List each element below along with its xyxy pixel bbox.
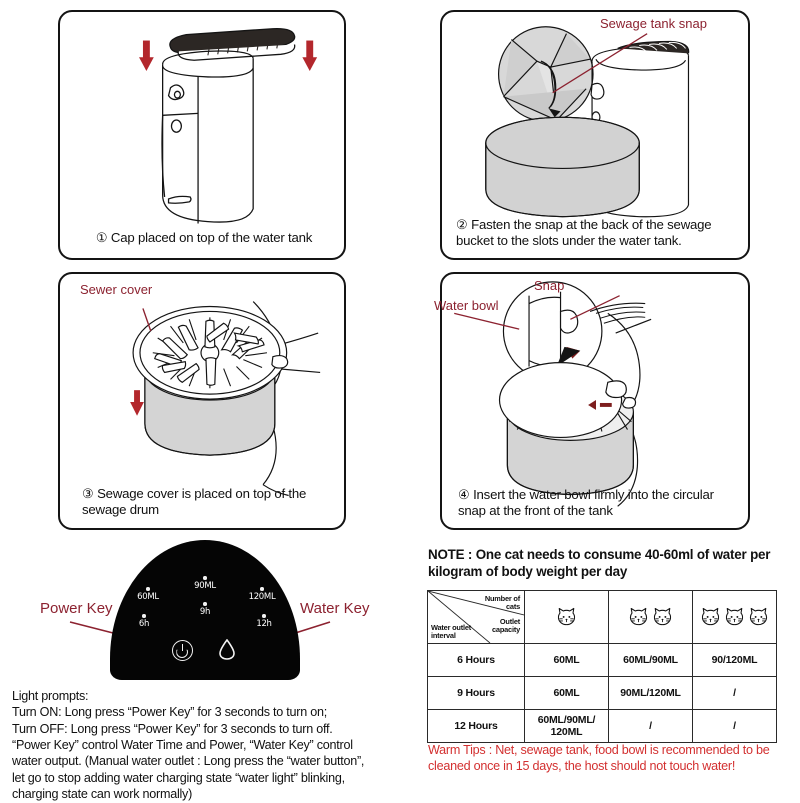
- water-drop-icon: [219, 638, 235, 660]
- step-4-illustration: [442, 274, 748, 528]
- cell-6h-1cat: 60ML: [524, 643, 609, 677]
- corner-label-water-outlet-interval: Water outlet interval: [431, 622, 472, 640]
- label-sewage-tank-snap: Sewage tank snap: [600, 16, 707, 31]
- control-panel-diagram: 60ML 90ML 120ML 6h 9h 12h: [0, 530, 410, 800]
- table-row: 6 Hours 60ML 60ML/90ML 90/120ML: [427, 643, 777, 677]
- indicator-label-9h: 9h: [199, 607, 211, 617]
- step-3-illustration: [60, 274, 344, 528]
- cell-9h-2cats: 90ML/120ML: [608, 676, 693, 710]
- power-button[interactable]: [172, 640, 193, 661]
- indicator-label-120ml: 120ML: [248, 592, 276, 602]
- table-row: 9 Hours 60ML 90ML/120ML /: [427, 676, 777, 710]
- cat-icon: [725, 607, 744, 625]
- cat-icon: [749, 607, 768, 625]
- indicator-label-6h: 6h: [138, 619, 150, 629]
- instruction-panel-step-1: ① Cap placed on top of the water tank: [58, 10, 346, 260]
- cat-icon: [629, 607, 648, 625]
- cat-icon: [653, 607, 672, 625]
- light-prompts-line-2: Turn OFF: Long press “Power Key” for 3 s…: [12, 721, 333, 736]
- light-prompts-line-1: Turn ON: Long press “Power Key” for 3 se…: [12, 705, 327, 720]
- light-prompts-text: Light prompts: Turn ON: Long press “Powe…: [12, 688, 412, 803]
- light-prompts-line-4: water output. (Manual water outlet : Lon…: [12, 754, 365, 769]
- corner-label-number-of-cats: Number of cats: [484, 594, 520, 612]
- label-power-key: Power Key: [40, 600, 113, 617]
- led-9h: [203, 602, 207, 606]
- cell-12h-1cat: 60ML/90ML/ 120ML: [524, 709, 609, 743]
- table-header-three-cats: [692, 590, 777, 644]
- light-prompts-line-6: charging state can work normally): [12, 787, 193, 802]
- led-90ml: [203, 576, 207, 580]
- step-1-caption: ① Cap placed on top of the water tank: [95, 229, 313, 245]
- label-sewer-cover: Sewer cover: [80, 282, 153, 297]
- cat-icon: [701, 607, 720, 625]
- cat-icon: [557, 607, 576, 625]
- water-capacity-table: Number of cats Outlet capacity Water out…: [427, 590, 777, 743]
- led-6h: [142, 614, 146, 618]
- cell-interval-9h: 9 Hours: [427, 676, 525, 710]
- cell-interval-12h: 12 Hours: [427, 709, 525, 743]
- led-12h: [262, 614, 266, 618]
- indicator-label-12h: 12h: [256, 619, 272, 629]
- cell-6h-2cats: 60ML/90ML: [608, 643, 693, 677]
- warm-tips-text: Warm Tips : Net, sewage tank, food bowl …: [428, 743, 770, 774]
- led-120ml: [260, 587, 264, 591]
- step-2-caption: ② Fasten the snap at the back of the sew…: [456, 216, 712, 248]
- indicator-label-90ml: 90ML: [194, 581, 216, 591]
- light-prompts-heading: Light prompts:: [12, 689, 89, 703]
- light-prompts-line-3: “Power Key” control Water Time and Power…: [12, 738, 353, 753]
- cell-6h-3cats: 90/120ML: [692, 643, 777, 677]
- led-60ml: [146, 587, 150, 591]
- cell-9h-3cats: /: [692, 676, 777, 710]
- cell-interval-6h: 6 Hours: [427, 643, 525, 677]
- table-row: 12 Hours 60ML/90ML/ 120ML / /: [427, 709, 777, 743]
- label-water-bowl: Water bowl: [434, 298, 499, 313]
- table-header-one-cat: [524, 590, 609, 644]
- step-4-caption: ④ Insert the water bowl firmly into the …: [458, 486, 714, 518]
- instruction-panel-step-3: Sewer cover ③ Sewage cover is placed on …: [58, 272, 346, 530]
- label-snap: Snap: [534, 278, 565, 293]
- step-2-illustration: [442, 12, 748, 258]
- step-1-illustration: [60, 12, 344, 258]
- cell-9h-1cat: 60ML: [524, 676, 609, 710]
- cell-12h-3cats: /: [692, 709, 777, 743]
- water-button[interactable]: [218, 638, 236, 660]
- instruction-panel-step-2: Sewage tank snap ② Fasten the snap at th…: [440, 10, 750, 260]
- table-header-two-cats: [608, 590, 693, 644]
- step-3-caption: ③ Sewage cover is placed on top of the s…: [82, 485, 307, 517]
- label-water-key: Water Key: [300, 600, 370, 617]
- instruction-panel-step-4: Snap Water bowl ④ Insert the water bowl …: [434, 272, 750, 530]
- note-text: NOTE : One cat needs to consume 40-60ml …: [428, 547, 771, 580]
- corner-label-outlet-capacity: Outlet capacity: [492, 617, 520, 635]
- table-header-row: Number of cats Outlet capacity Water out…: [427, 590, 777, 644]
- light-prompts-line-5: let go to stop adding water charging sta…: [12, 770, 345, 785]
- cell-12h-2cats: /: [608, 709, 693, 743]
- indicator-label-60ml: 60ML: [137, 592, 159, 602]
- table-corner-header: Number of cats Outlet capacity Water out…: [427, 590, 525, 644]
